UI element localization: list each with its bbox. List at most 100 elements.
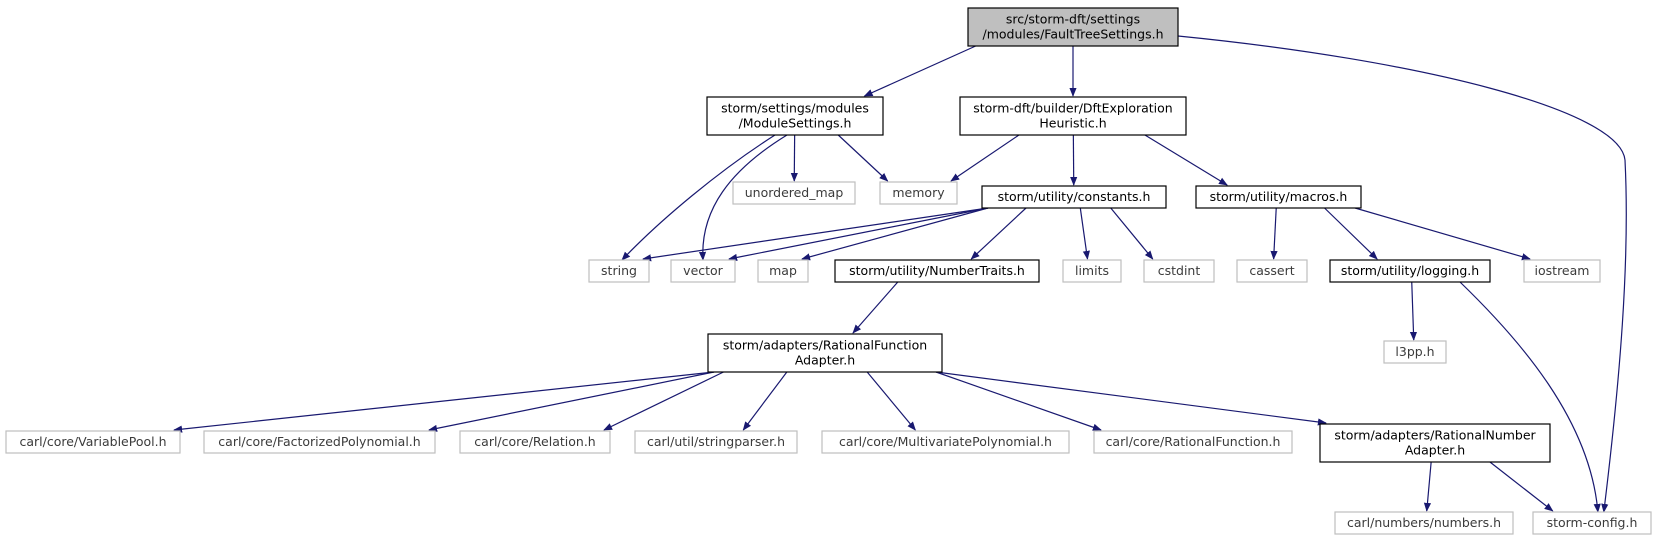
edge-root-to-storm-config [1177, 35, 1627, 513]
node-l3pp: l3pp.h [1383, 340, 1447, 364]
node-variable-pool: carl/core/VariablePool.h [5, 430, 181, 454]
edge-constants-to-vector [728, 207, 989, 261]
node-box [834, 259, 1040, 283]
node-box [707, 333, 943, 373]
node-label: Adapter.h [795, 353, 855, 368]
node-label: unordered_map [745, 185, 844, 200]
node-box [5, 430, 181, 454]
node-box [1319, 423, 1551, 463]
node-number-traits[interactable]: storm/utility/NumberTraits.h [834, 259, 1040, 283]
edge-macros-to-cassert [1270, 207, 1278, 260]
node-label: carl/core/Relation.h [474, 434, 595, 449]
edge-constants-to-cstdint [1110, 207, 1154, 260]
edge-rf-adapter-to-multivariate-poly [866, 371, 916, 431]
node-limits: limits [1062, 259, 1122, 283]
node-box [1334, 511, 1514, 535]
node-box [879, 181, 958, 205]
node-label: Heuristic.h [1039, 116, 1106, 131]
edge-root-to-module-settings [863, 45, 976, 97]
node-map: map [757, 259, 809, 283]
edge-macros-to-logging [1324, 207, 1378, 260]
node-box [706, 96, 884, 136]
node-box [981, 185, 1167, 209]
node-box [1195, 185, 1362, 209]
node-label: storm/utility/macros.h [1210, 189, 1348, 204]
edge-module-settings-to-string [621, 134, 776, 261]
node-box [959, 96, 1187, 136]
node-box [588, 259, 650, 283]
edge-dft-heuristic-to-macros [1144, 134, 1228, 186]
node-box [1329, 259, 1491, 283]
node-label: map [769, 263, 797, 278]
node-rational-function: carl/core/RationalFunction.h [1093, 430, 1293, 454]
edge-rf-adapter-to-factorized-poly [428, 371, 715, 432]
edge-rf-adapter-to-rn-adapter [935, 371, 1327, 426]
node-box [732, 181, 856, 205]
node-cassert: cassert [1236, 259, 1308, 283]
node-label: carl/numbers/numbers.h [1347, 515, 1501, 530]
node-iostream: iostream [1523, 259, 1601, 283]
node-label: l3pp.h [1395, 344, 1434, 359]
node-box [1093, 430, 1293, 454]
node-label: src/storm-dft/settings [1006, 12, 1140, 27]
node-box [670, 259, 736, 283]
node-label: cassert [1249, 263, 1294, 278]
node-label: /modules/FaultTreeSettings.h [983, 27, 1164, 42]
edge-constants-to-string [642, 207, 989, 262]
node-box [967, 7, 1179, 47]
node-label: memory [892, 185, 945, 200]
node-label: vector [683, 263, 724, 278]
node-label: carl/core/RationalFunction.h [1106, 434, 1281, 449]
edge-rf-adapter-to-relation [603, 371, 724, 431]
node-label: storm-config.h [1547, 515, 1638, 530]
node-label: storm/adapters/RationalNumber [1334, 428, 1536, 443]
node-label: carl/core/MultivariatePolynomial.h [839, 434, 1052, 449]
node-constants[interactable]: storm/utility/constants.h [981, 185, 1167, 209]
node-numbers: carl/numbers/numbers.h [1334, 511, 1514, 535]
edge-constants-to-number-traits [970, 207, 1027, 260]
edge-rn-adapter-to-numbers [1423, 461, 1432, 512]
edge-number-traits-to-rf-adapter [852, 281, 899, 334]
node-label: iostream [1535, 263, 1590, 278]
node-box [757, 259, 809, 283]
node-label: limits [1075, 263, 1109, 278]
edge-rf-adapter-to-rational-function [935, 371, 1102, 431]
node-box [821, 430, 1070, 454]
edge-rf-adapter-to-stringparser [742, 371, 788, 431]
node-stringparser: carl/util/stringparser.h [634, 430, 798, 454]
node-multivariate-poly: carl/core/MultivariatePolynomial.h [821, 430, 1070, 454]
node-box [203, 430, 436, 454]
node-label: storm/utility/constants.h [998, 189, 1151, 204]
edge-module-settings-to-vector [698, 134, 788, 261]
node-unordered-map: unordered_map [732, 181, 856, 205]
node-box [459, 430, 611, 454]
node-box [1532, 511, 1652, 535]
node-label: carl/core/FactorizedPolynomial.h [218, 434, 420, 449]
node-label: storm-dft/builder/DftExploration [973, 101, 1172, 116]
edge-logging-to-storm-config [1459, 281, 1601, 513]
node-logging[interactable]: storm/utility/logging.h [1329, 259, 1491, 283]
node-box [1236, 259, 1308, 283]
node-storm-config: storm-config.h [1532, 511, 1652, 535]
node-string: string [588, 259, 650, 283]
node-factorized-poly: carl/core/FactorizedPolynomial.h [203, 430, 436, 454]
node-dft-heuristic[interactable]: storm-dft/builder/DftExplorationHeuristi… [959, 96, 1187, 136]
node-macros[interactable]: storm/utility/macros.h [1195, 185, 1362, 209]
node-root[interactable]: src/storm-dft/settings/modules/FaultTree… [967, 7, 1179, 47]
node-label: carl/util/stringparser.h [647, 434, 785, 449]
edge-macros-to-iostream [1354, 207, 1531, 261]
edge-logging-to-l3pp [1409, 281, 1418, 341]
node-label: carl/core/VariablePool.h [19, 434, 166, 449]
node-label: Adapter.h [1405, 443, 1465, 458]
edge-rf-adapter-to-variable-pool [173, 371, 715, 433]
edges-layer [173, 35, 1627, 513]
edge-module-settings-to-memory [837, 134, 889, 182]
node-box [1383, 340, 1447, 364]
nodes-layer: src/storm-dft/settings/modules/FaultTree… [5, 7, 1652, 535]
node-label: storm/settings/modules [721, 101, 869, 116]
node-box [634, 430, 798, 454]
node-module-settings[interactable]: storm/settings/modules/ModuleSettings.h [706, 96, 884, 136]
